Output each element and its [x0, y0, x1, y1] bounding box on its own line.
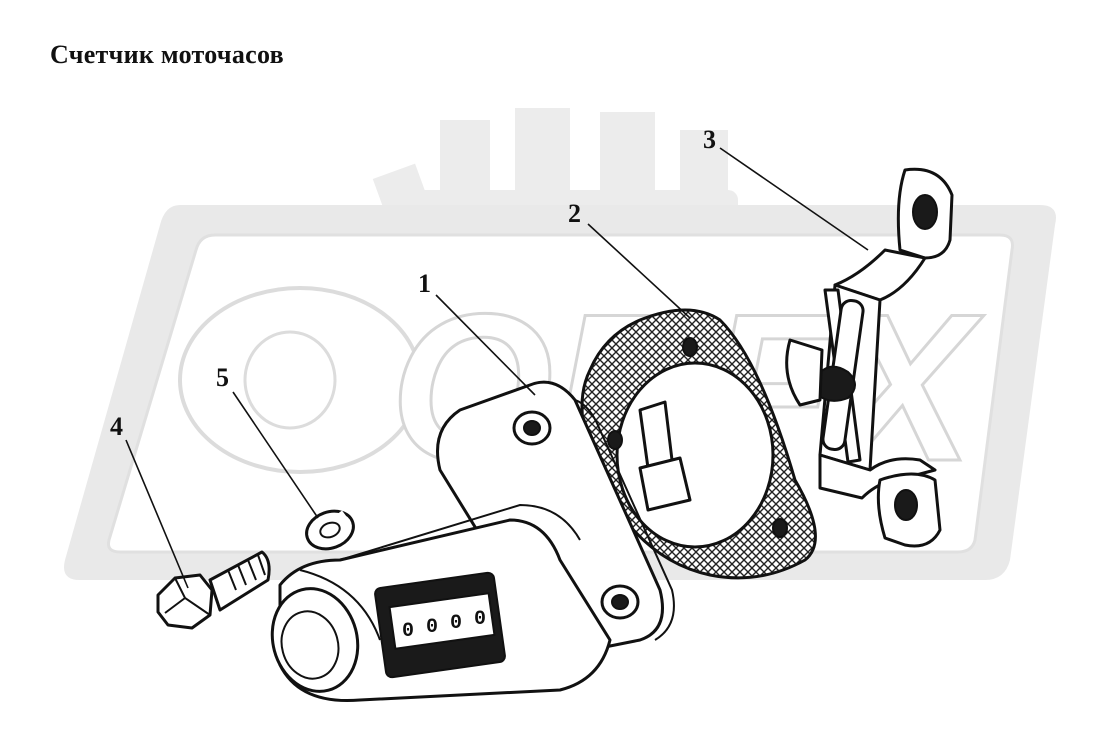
- callout-1: 1: [418, 269, 431, 298]
- callout-3: 3: [703, 125, 716, 154]
- page-title: Счетчик моточасов: [50, 40, 285, 69]
- leader-line-3: [719, 147, 869, 251]
- leader-line-2: [587, 223, 691, 319]
- leader-line-5: [232, 391, 319, 519]
- counter-digit-3: 0: [450, 612, 462, 635]
- gasket-part-2: [580, 308, 817, 580]
- bracket-part-3: [785, 167, 954, 548]
- counter-display: 0 0 0 0: [402, 608, 486, 643]
- leader-line-4: [125, 439, 189, 589]
- lock-washer-part-5: [305, 509, 355, 551]
- counter-digit-2: 0: [426, 616, 438, 639]
- bolt-part-4: [156, 550, 271, 630]
- callout-2: 2: [568, 199, 581, 228]
- leader-line-1: [435, 294, 536, 396]
- counter-digit-1: 0: [402, 620, 414, 643]
- callout-4: 4: [110, 412, 123, 441]
- counter-digit-4: 0: [474, 608, 486, 631]
- hour-meter-part-1: [270, 380, 692, 703]
- callout-5: 5: [216, 363, 229, 392]
- leader-lines: [125, 147, 869, 589]
